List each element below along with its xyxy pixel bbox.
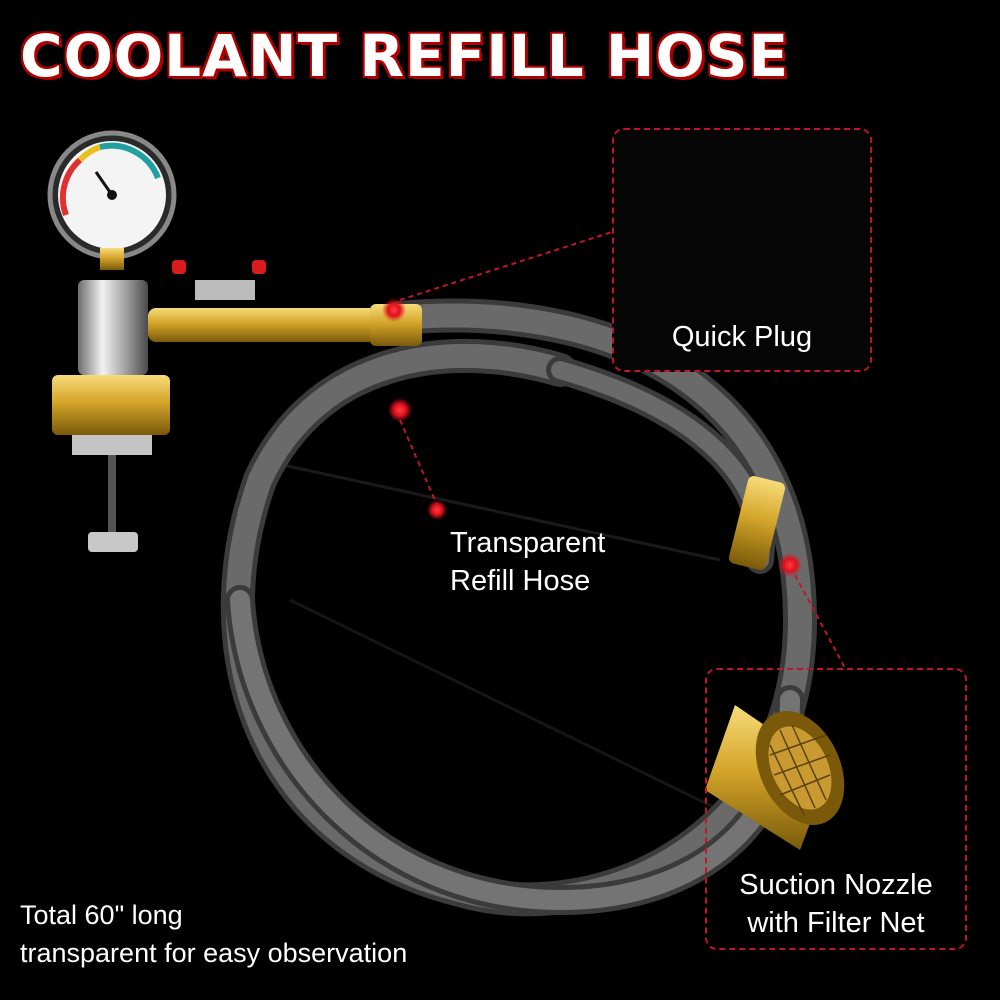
nozzle-label: Suction Nozzle with Filter Net xyxy=(707,866,965,942)
callout-markers xyxy=(382,231,846,669)
hose-end-fitting xyxy=(728,476,786,570)
valve-assembly xyxy=(52,260,422,552)
pressure-gauge xyxy=(47,130,177,270)
hose-coil xyxy=(220,298,818,917)
suction-nozzle-photo xyxy=(705,705,845,850)
quick-plug-label: Quick Plug xyxy=(671,321,813,353)
quick-plug-callout: Quick Plug xyxy=(612,128,872,372)
hose-label-line2: Refill Hose xyxy=(450,565,591,597)
suction-nozzle-callout: Suction Nozzle with Filter Net xyxy=(705,668,967,950)
caption-line2: transparent for easy observation xyxy=(20,938,408,968)
transparent-hose-label: Transparent Refill Hose xyxy=(450,524,605,600)
page-title: COOLANT REFILL HOSE xyxy=(20,22,790,90)
caption-line1: Total 60" long xyxy=(20,900,183,930)
length-caption: Total 60" long transparent for easy obse… xyxy=(20,896,407,972)
background-reflection xyxy=(259,458,741,822)
hose-label-line1: Transparent xyxy=(450,527,606,559)
nozzle-label-line2: with Filter Net xyxy=(747,907,925,939)
nozzle-label-line1: Suction Nozzle xyxy=(739,869,933,901)
